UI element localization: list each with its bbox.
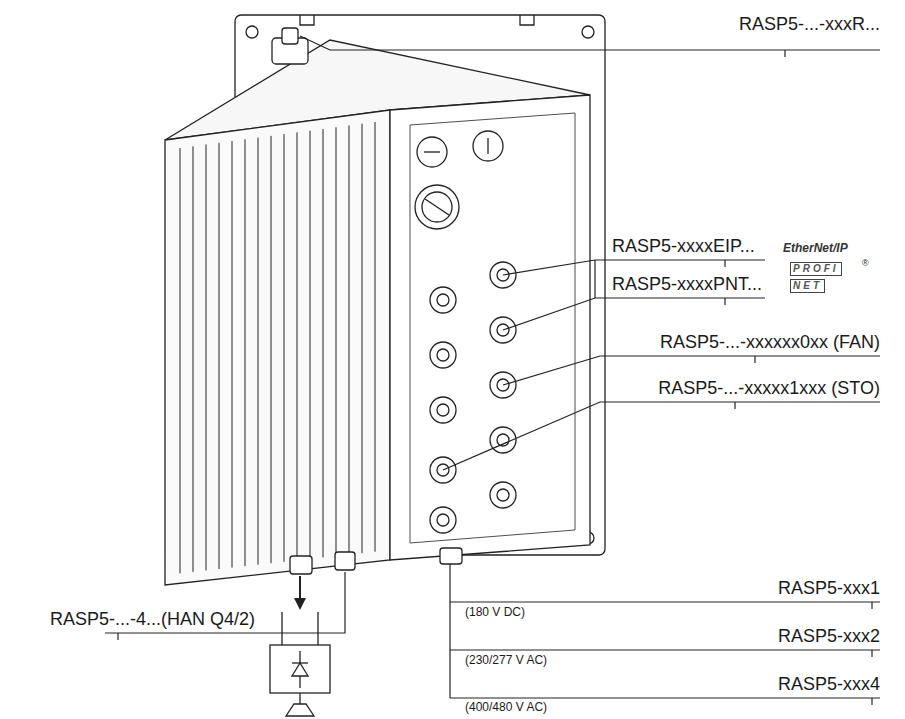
heatsink-fin (245, 139, 246, 566)
m12-connector (437, 294, 449, 306)
heatsink-fin (232, 141, 233, 567)
heatsink-fin (375, 122, 376, 552)
heatsink-fin (193, 146, 194, 572)
heatsink-fin (323, 129, 324, 558)
heatsink-fin (336, 127, 337, 556)
m12-connector (437, 349, 449, 361)
heatsink-fin (219, 143, 220, 569)
m12-connector (497, 489, 509, 501)
heatsink-fin (297, 132, 298, 560)
m12-connector (437, 404, 449, 416)
type-code: RASP5-...-xxxR... (739, 14, 880, 35)
m12-connector (437, 514, 449, 526)
m12-connector (430, 397, 456, 423)
profinet-logo: NET (790, 279, 825, 293)
voltage-note: (180 V DC) (465, 606, 525, 620)
m12-connector (430, 507, 456, 533)
heatsink-fin (258, 138, 259, 565)
voltage-note: (400/480 V AC) (465, 701, 547, 715)
heatsink-fin (271, 136, 272, 563)
type-code: RASP5-xxxxPNT... (612, 274, 762, 295)
profinet-logo: PROFI (790, 262, 842, 276)
type-code: RASP5-...-xxxxx1xxx (STO) (658, 378, 880, 399)
voltage-note: (230/277 V AC) (465, 654, 547, 668)
heatsink-fin (284, 134, 285, 562)
type-code: RASP5-xxx4 (778, 674, 880, 695)
type-code: RASP5-xxxxEIP... (612, 236, 755, 257)
type-code: RASP5-xxx2 (778, 626, 880, 647)
m12-connector (430, 342, 456, 368)
m12-connector (490, 482, 516, 508)
type-code: RASP5-xxx1 (778, 578, 880, 599)
m12-connector (430, 287, 456, 313)
registered-mark: ® (862, 258, 869, 268)
heatsink-fin (362, 124, 363, 553)
heatsink-fin (310, 131, 311, 559)
heatsink-fin (206, 145, 207, 571)
heatsink-fin (349, 125, 350, 554)
ethernet-ip-logo: EtherNet/IP (783, 242, 848, 256)
heatsink-fin (180, 148, 181, 573)
type-code: RASP5-...-4...(HAN Q4/2) (50, 609, 255, 630)
type-code: RASP5-...-xxxxxx0xx (FAN) (660, 332, 880, 353)
